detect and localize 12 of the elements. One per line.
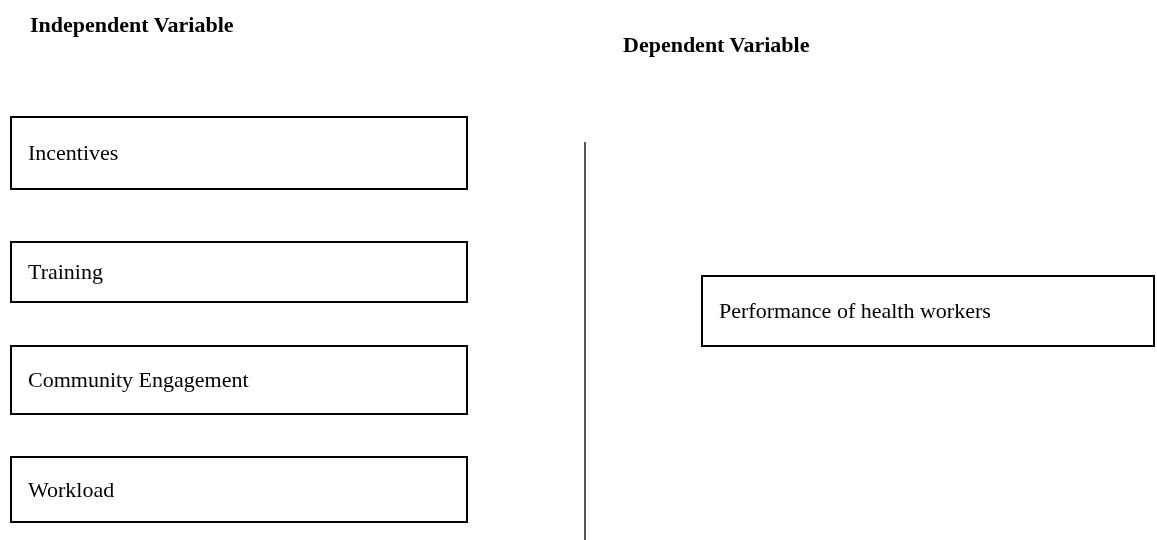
variable-name: Incentives [28,140,119,166]
variable-box [10,116,468,190]
variable-box [10,456,468,523]
variable-name: Community Engagement [28,367,249,393]
variable-box [701,275,1155,347]
variable-box [10,345,468,415]
variable-name: Training [28,259,103,285]
variable-name: Workload [28,476,115,503]
column-heading: Independent Variable [30,12,234,38]
variable-box [10,241,468,303]
column-heading: Dependent Variable [623,32,810,58]
variable-name: Performance of health workers [719,298,991,324]
